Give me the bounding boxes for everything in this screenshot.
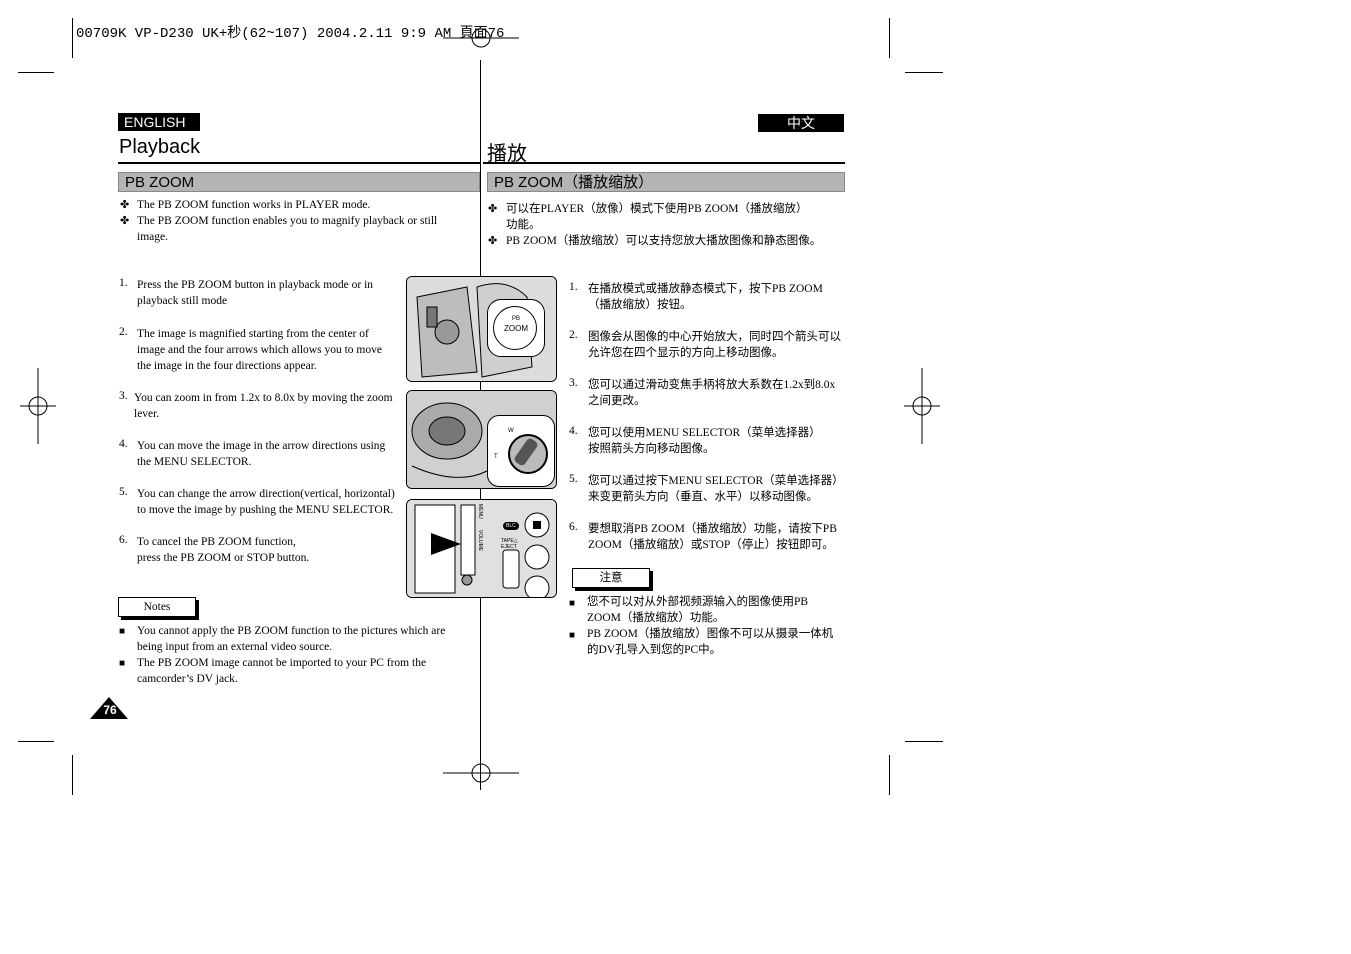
step-text: You can change the arrow direction(verti… [137,488,395,516]
intro-line: PB ZOOM（播放缩放）可以支持您放大播放图像和静态图像。 [506,235,822,247]
language-tag-english: ENGLISH [118,113,200,131]
control-buttons-illustration: BLC TAPE△ EJECT MENU VOLUME [406,499,557,598]
step-text: To cancel the PB ZOOM function, press th… [137,536,310,564]
page-number-badge [90,697,128,719]
step-number: 2. [119,326,128,338]
intro-line: The PB ZOOM function works in PLAYER mod… [137,199,371,211]
language-tag-chinese: 中文 [758,114,844,132]
volume-label: VOLUME [477,530,483,552]
crop-mark [905,72,943,73]
bullet-icon: ✤ [488,203,498,215]
title-rule [118,162,480,164]
step-text: 要想取消PB ZOOM（播放缩放）功能，请按下PB ZOOM（播放缩放）或STO… [588,523,837,551]
step-number: 3. [119,390,128,402]
bullet-icon: ✤ [120,215,130,227]
step-number: 1. [119,277,128,289]
step-text: 在播放模式或播放静态模式下，按下PB ZOOM（播放缩放）按钮。 [588,283,823,311]
section-heading-chinese: PB ZOOM（播放缩放） [487,172,845,192]
blc-label: BLC [503,522,519,530]
step-text: 您可以通过按下MENU SELECTOR（菜单选择器）来变更箭头方向（垂直、水平… [588,475,844,503]
square-bullet-icon: ■ [119,658,126,669]
title-rule [483,162,845,164]
crop-mark [18,72,54,73]
intro-line: 可以在PLAYER（放像）模式下使用PB ZOOM（播放缩放）功能。 [506,203,808,231]
note-item: PB ZOOM（播放缩放）图像不可以从摄录一体机的DV孔导入到您的PC中。 [587,628,834,656]
square-bullet-icon: ■ [569,598,576,609]
step-number: 6. [569,521,578,533]
note-item: The PB ZOOM image cannot be imported to … [137,657,427,685]
zoom-lever-illustration: W T [406,390,557,489]
step-text: You can move the image in the arrow dire… [137,440,386,468]
menu-label: MENU [477,504,483,519]
notes-label: Notes [118,597,196,617]
w-label: W [508,428,514,434]
print-header: 00709K VP-D230 UK+秒(62~107) 2004.2.11 9:… [76,26,505,42]
page-title-english: Playback [119,136,201,158]
crop-mark [905,741,943,742]
page-number: 76 [103,703,117,717]
crop-mark [18,741,54,742]
step-number: 1. [569,281,578,293]
zoom-label: ZOOM [504,324,528,333]
intro-line: The PB ZOOM function enables you to magn… [137,215,438,243]
section-heading-english: PB ZOOM [118,172,480,192]
note-item: 您不可以对从外部视频源输入的图像使用PB ZOOM（播放缩放）功能。 [587,596,809,624]
step-number: 3. [569,377,578,389]
crop-mark [72,755,73,795]
page-title-chinese: 播放 [487,143,527,165]
step-text: 您可以通过滑动变焦手柄将放大系数在1.2x到8.0x之间更改。 [588,379,836,407]
step-text: The image is magnified starting from the… [137,328,382,372]
step-number: 6. [119,534,128,546]
camcorder-side-illustration: PB ZOOM [406,276,557,382]
crop-mark [889,755,890,795]
pb-zoom-callout: PB ZOOM [487,299,545,357]
tape-eject-label: TAPE△ EJECT [501,538,518,550]
step-text: 图像会从图像的中心开始放大，同时四个箭头可以允许您在四个显示的方向上移动图像。 [588,331,841,359]
notes-label-chinese: 注意 [572,568,650,588]
step-number: 5. [119,486,128,498]
t-label: T [494,454,498,460]
step-text: Press the PB ZOOM button in playback mod… [137,279,374,307]
square-bullet-icon: ■ [119,626,126,637]
step-number: 2. [569,329,578,341]
pb-label: PB [511,316,520,322]
step-number: 4. [569,425,578,437]
crop-mark [72,18,73,58]
crop-mark [889,18,890,58]
bullet-icon: ✤ [120,199,130,211]
step-number: 5. [569,473,578,485]
step-number: 4. [119,438,128,450]
note-item: You cannot apply the PB ZOOM function to… [137,625,446,653]
step-text: You can zoom in from 1.2x to 8.0x by mov… [134,392,393,420]
bullet-icon: ✤ [488,235,498,247]
square-bullet-icon: ■ [569,630,576,641]
zoom-lever-callout: W T [487,415,555,487]
step-text: 您可以使用MENU SELECTOR（菜单选择器）按照箭头方向移动图像。 [588,427,821,455]
